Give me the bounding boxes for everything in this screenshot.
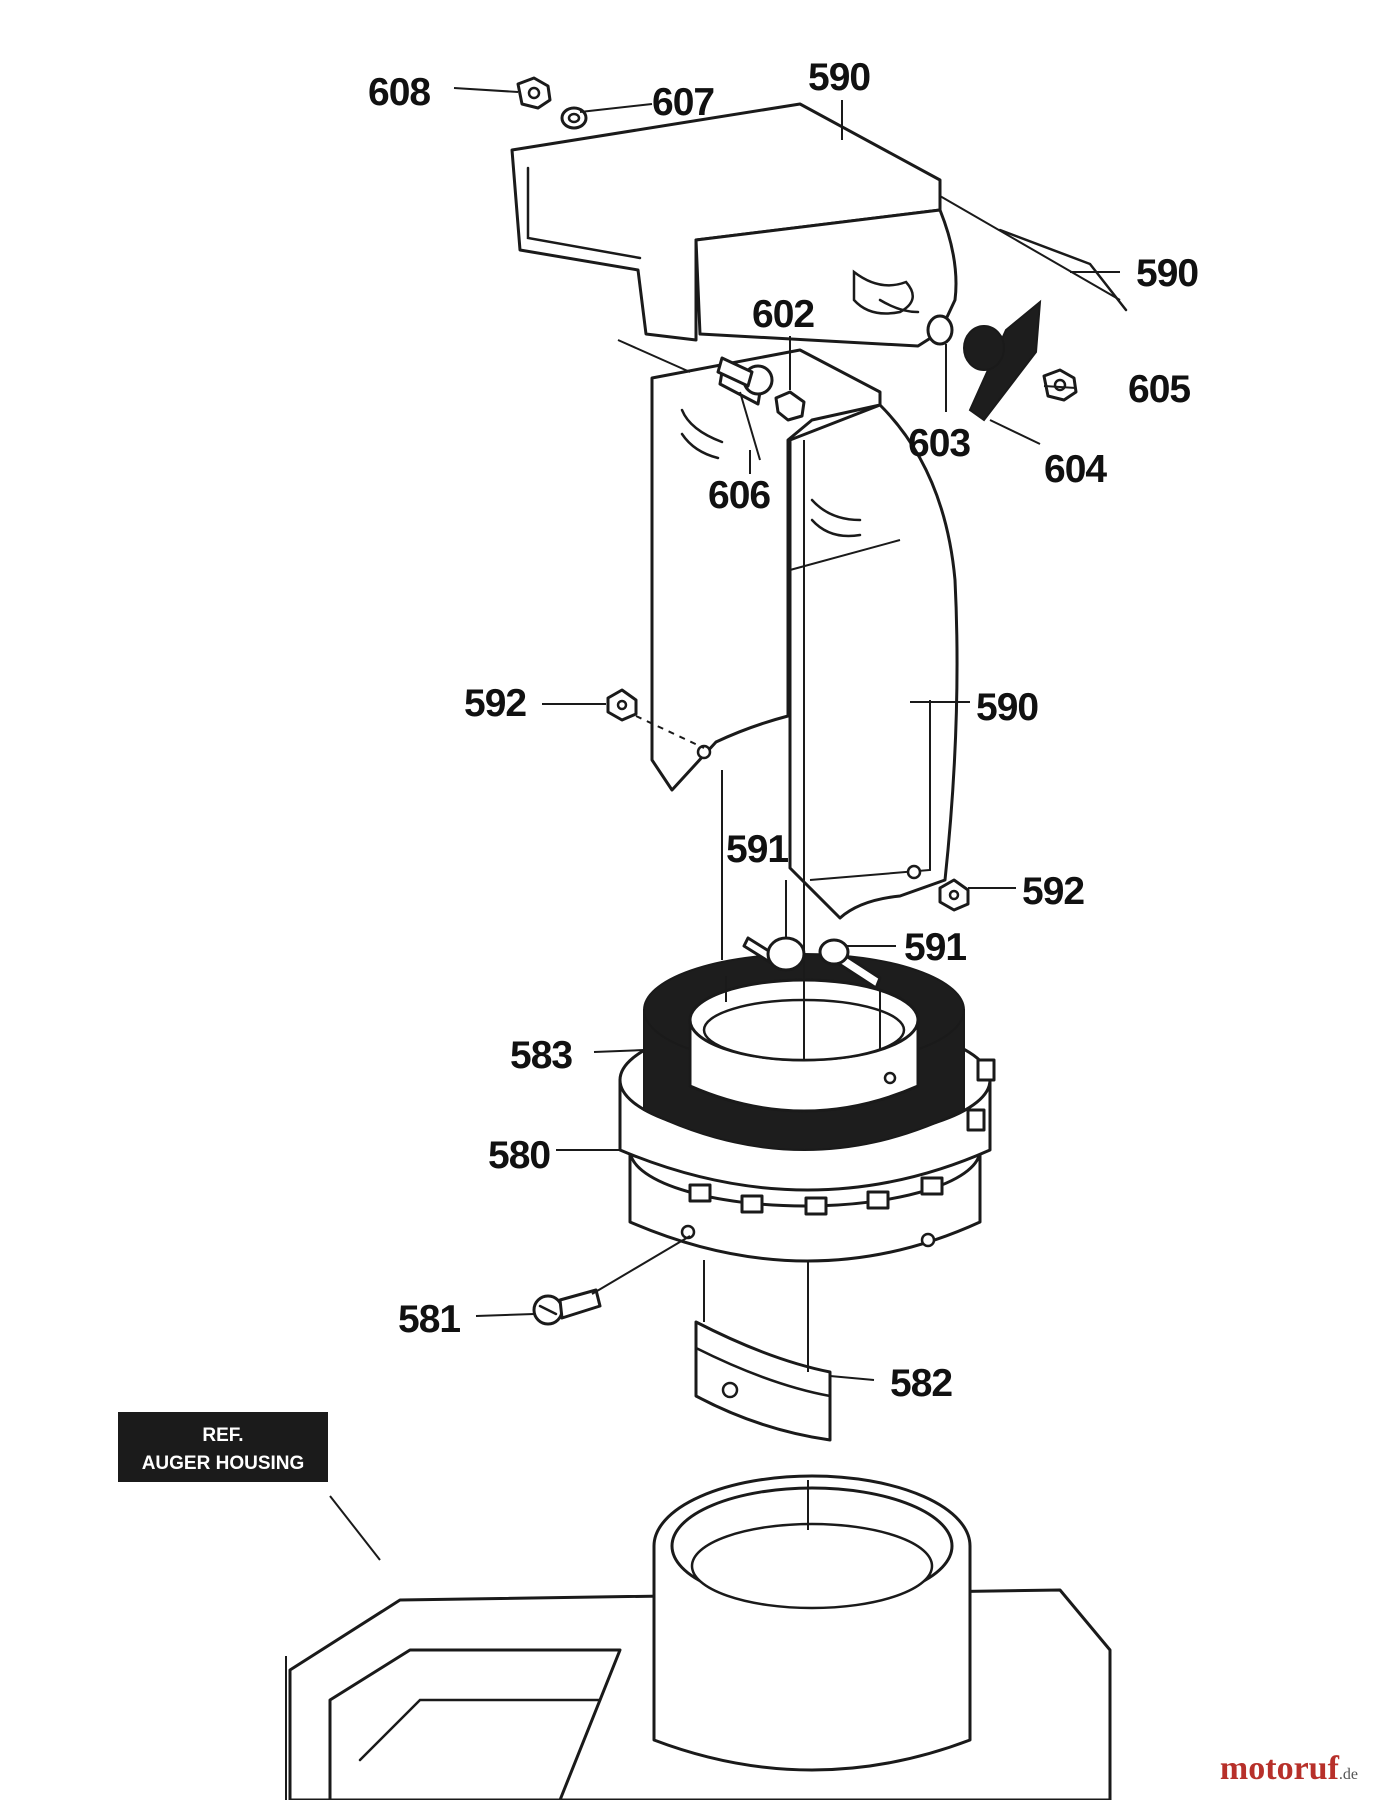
auger-housing <box>285 1474 1112 1800</box>
label-583: 583 <box>510 1034 572 1077</box>
label-607: 607 <box>652 81 714 124</box>
hardware <box>516 76 1078 1326</box>
label-606: 606 <box>708 474 770 517</box>
label-590-top: 590 <box>808 56 870 99</box>
ref-line-2: AUGER HOUSING <box>142 1453 305 1474</box>
watermark-logo: motoruf.de <box>1220 1750 1358 1788</box>
label-580: 580 <box>488 1134 550 1177</box>
leader-lines <box>453 87 1120 1381</box>
bolt-591-lower <box>818 938 850 966</box>
deflector-590 <box>510 102 1128 348</box>
label-608: 608 <box>368 71 430 114</box>
washer-603 <box>926 314 954 346</box>
chute-lower-590 <box>617 339 959 1060</box>
label-590-side: 590 <box>976 686 1038 729</box>
ref-line-1: REF. <box>202 1425 243 1446</box>
part-labels: 608 607 590 590 602 605 603 604 606 592 … <box>368 56 1199 1405</box>
label-604: 604 <box>1044 448 1107 491</box>
ring-notches <box>688 1058 996 1216</box>
label-592-right: 592 <box>1022 870 1084 913</box>
chute-adapter-582 <box>694 1260 832 1530</box>
carriage-bolt-591-upper <box>766 936 806 972</box>
watermark-tld: .de <box>1338 1766 1358 1783</box>
label-591-upper: 591 <box>726 828 788 871</box>
label-592-left: 592 <box>464 682 526 725</box>
label-603: 603 <box>908 422 970 465</box>
label-591-lower: 591 <box>904 926 966 969</box>
label-590-rod: 590 <box>1136 252 1198 295</box>
knob-604 <box>968 299 1042 422</box>
label-602: 602 <box>752 293 814 336</box>
watermark-brand: motoruf <box>1219 1750 1339 1787</box>
label-582: 582 <box>890 1362 952 1405</box>
label-605: 605 <box>1128 368 1190 411</box>
label-581: 581 <box>398 1298 460 1341</box>
ref-auger-housing-box: REF. AUGER HOUSING <box>118 1412 328 1482</box>
